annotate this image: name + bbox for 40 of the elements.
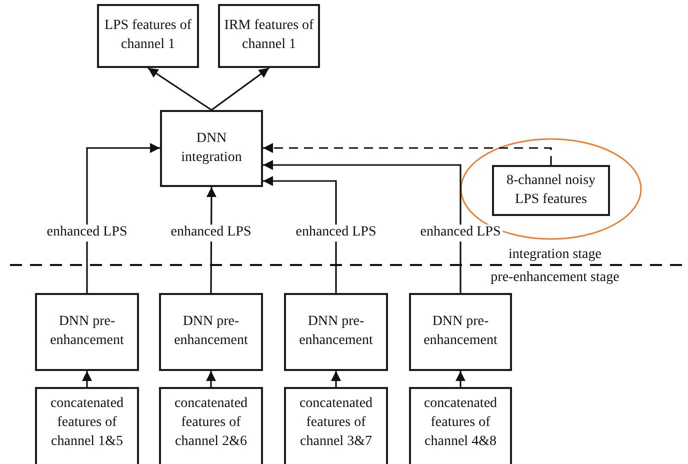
box-label: concatenated features of channel 1&5	[49, 395, 125, 451]
process-box	[159, 387, 263, 464]
arrow	[86, 143, 160, 293]
arrow	[263, 160, 462, 293]
arrow	[82, 371, 92, 387]
arrow	[331, 371, 341, 387]
arrow	[263, 143, 552, 165]
process-box	[284, 387, 388, 464]
arrow	[263, 176, 337, 293]
arrow	[456, 371, 466, 387]
edge-label: enhanced LPS	[168, 224, 254, 242]
box-label: DNN pre-enhancement	[422, 313, 498, 350]
box-label: LPS features of channel 1	[103, 17, 193, 54]
box-label: 8-channel noisy LPS features	[505, 172, 597, 208]
box-label: DNN pre-enhancement	[173, 313, 249, 350]
arrow	[211, 67, 270, 111]
process-box	[409, 387, 512, 464]
process-box	[492, 165, 610, 216]
box-label: DNN integration	[180, 130, 243, 166]
edge-label: enhanced LPS	[294, 224, 378, 242]
stage-label: pre-enhancement stage	[490, 270, 620, 287]
edge-label: enhanced LPS	[44, 224, 130, 242]
edge-label: enhanced LPS	[418, 224, 503, 242]
box-label: DNN pre-enhancement	[49, 313, 125, 350]
process-box	[409, 293, 512, 371]
process-box	[284, 293, 388, 371]
arrow	[148, 67, 212, 111]
stage-label: integration stage	[508, 247, 602, 264]
process-box	[35, 387, 139, 464]
box-label: IRM features of channel 1	[224, 17, 314, 54]
process-box	[35, 293, 139, 371]
process-box	[159, 293, 263, 371]
box-label: concatenated features of channel 2&6	[173, 395, 249, 451]
arrow	[206, 371, 216, 387]
box-label: concatenated features of channel 3&7	[298, 395, 374, 451]
box-label: concatenated features of channel 4&8	[422, 395, 498, 451]
box-label: DNN pre-enhancement	[298, 313, 374, 350]
process-box	[97, 4, 199, 68]
process-box	[160, 110, 263, 187]
process-box	[218, 4, 320, 68]
